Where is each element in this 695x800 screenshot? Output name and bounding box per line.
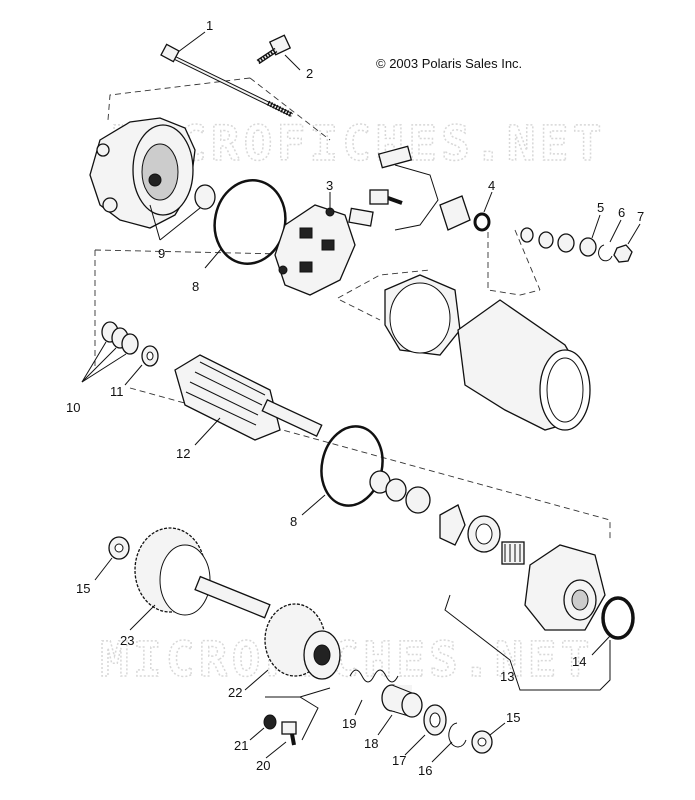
callout-3: 3 [326, 178, 333, 193]
watermark-bottom: MICROFICHES.NET [100, 632, 593, 688]
part-terminal-hardware [520, 214, 641, 263]
callout-labels: 1 2 3 4 5 6 7 8 8 9 10 11 12 13 14 15 15… [66, 18, 644, 778]
part-retainer-bearings [439, 504, 525, 565]
part-clutch-gear [129, 527, 271, 631]
part-shims [81, 321, 139, 383]
part-yoke [457, 299, 591, 431]
callout-22: 22 [228, 685, 242, 700]
callout-16: 16 [418, 763, 432, 778]
callout-1: 1 [206, 18, 213, 33]
part-armature [174, 354, 323, 446]
callout-6: 6 [618, 205, 625, 220]
callout-8-upper: 8 [192, 279, 199, 294]
callout-10: 10 [66, 400, 80, 415]
part-spring [349, 669, 399, 716]
part-small-fasteners [249, 714, 297, 759]
callout-9: 9 [158, 246, 165, 261]
callout-13: 13 [500, 669, 514, 684]
part-brush-holders [348, 145, 471, 231]
part-washer-15-left [94, 536, 130, 581]
part-bushing [377, 684, 423, 736]
callout-15-left: 15 [76, 581, 90, 596]
callout-20: 20 [256, 758, 270, 773]
callout-12: 12 [176, 446, 190, 461]
part-brush-housing [384, 274, 461, 356]
callout-15-right: 15 [506, 710, 520, 725]
part-brush-plate [274, 192, 356, 296]
callout-5: 5 [597, 200, 604, 215]
callout-14: 14 [572, 654, 586, 669]
part-washer-11 [124, 345, 159, 386]
part-through-bolt [160, 43, 294, 118]
part-snap-ring [431, 722, 467, 763]
part-small-o-ring [473, 191, 493, 232]
callout-18: 18 [364, 736, 378, 751]
part-front-housing [444, 544, 635, 691]
callout-21: 21 [234, 738, 248, 753]
part-washer-15-right [471, 722, 506, 754]
part-bolt [256, 34, 292, 65]
callout-7: 7 [637, 209, 644, 224]
callout-11: 11 [110, 384, 124, 399]
callout-2: 2 [306, 66, 313, 81]
part-rear-cover [89, 117, 216, 241]
copyright-notice: © 2003 Polaris Sales Inc. [376, 56, 523, 71]
callout-4: 4 [488, 178, 495, 193]
callout-8-lower: 8 [290, 514, 297, 529]
callout-23: 23 [120, 633, 134, 648]
callout-19: 19 [342, 716, 356, 731]
callout-17: 17 [392, 753, 406, 768]
part-seal-ring [404, 704, 447, 756]
part-drive-gear [244, 603, 341, 741]
part-front-washers [369, 470, 431, 514]
